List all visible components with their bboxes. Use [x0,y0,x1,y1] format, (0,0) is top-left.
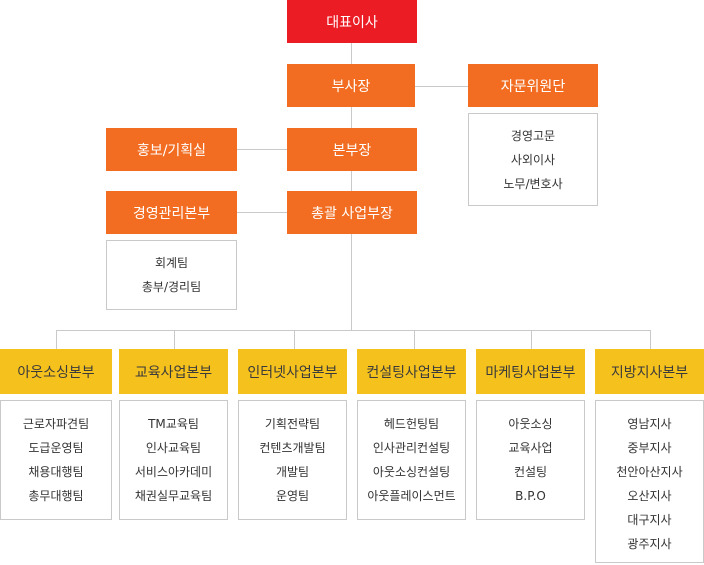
list-item: 컨설팅 [513,465,548,479]
connector-division-1 [56,330,57,349]
management-list: 회계팀 총부/경리팀 [106,240,237,310]
advisory-group-list: 경영고문 사외이사 노무/변호사 [468,113,598,206]
list-item: 아웃플레이스먼트 [367,489,456,503]
connector-pr-hq [237,149,287,150]
list-item: 경영고문 [510,129,556,143]
list-item: 아웃소싱컨설팅 [372,465,451,479]
division-internet: 인터넷사업본부 [238,349,347,394]
list-item: 인사교육팀 [145,441,202,455]
list-item: 컨텐츠개발팀 [259,441,326,455]
connector-division-5 [531,330,532,349]
list-item: 도급운영팀 [28,441,84,455]
list-item: 개발팀 [275,465,310,479]
connector-division-horizontal [56,330,650,331]
division-internet-list: 기획전략팀 컨텐츠개발팀 개발팀 운영팀 [238,400,347,520]
division-education-list: TM교육팀 인사교육팀 서비스아카데미 채권실무교육팀 [119,400,228,520]
division-marketing-list: 아웃소싱 교육사업 컨설팅 B.P.O [476,400,585,520]
vice-president-box: 부사장 [287,64,415,107]
management-box: 경영관리본부 [106,191,237,234]
list-item: 노무/변호사 [503,177,563,191]
connector-vp-advisory [415,86,468,87]
list-item: TM교육팀 [148,417,199,431]
list-item: 영남지사 [627,417,672,431]
list-item: 채용대행팀 [28,465,84,479]
list-item: 채권실무교육팀 [134,489,213,503]
division-consulting-list: 헤드헌팅팀 인사관리컨설팅 아웃소싱컨설팅 아웃플레이스먼트 [357,400,466,520]
list-item: 총부/경리팀 [141,280,202,294]
list-item: 회계팀 [154,256,189,270]
ceo-box: 대표이사 [287,0,417,43]
connector-mgmt-general [237,212,287,213]
division-marketing: 마케팅사업본부 [476,349,585,394]
connector-division-4 [414,330,415,349]
list-item: 기획전략팀 [264,417,321,431]
list-item: B.P.O [515,489,546,503]
list-item: 교육사업 [508,441,553,455]
list-item: 사외이사 [510,153,556,167]
division-education: 교육사업본부 [119,349,228,394]
division-consulting: 컨설팅사업본부 [357,349,466,394]
list-item: 중부지사 [627,441,672,455]
list-item: 광주지사 [627,537,672,551]
division-outsourcing: 아웃소싱본부 [0,349,112,394]
pr-planning-box: 홍보/기획실 [106,128,237,171]
headquarters-head-box: 본부장 [287,128,417,171]
list-item: 아웃소싱 [508,417,553,431]
list-item: 운영팀 [275,489,310,503]
list-item: 인사관리컨설팅 [372,441,451,455]
list-item: 천안아산지사 [616,465,683,479]
list-item: 헤드헌팅팀 [383,417,440,431]
general-business-head-box: 총괄 사업부장 [287,191,417,234]
connector-division-6 [650,330,651,349]
connector-division-3 [294,330,295,349]
division-regional-list: 영남지사 중부지사 천안아산지사 오산지사 대구지사 광주지사 [595,400,704,563]
list-item: 대구지사 [627,513,672,527]
list-item: 근로자파견팀 [22,417,90,431]
list-item: 오산지사 [627,489,672,503]
list-item: 서비스아카데미 [134,465,213,479]
connector-division-2 [174,330,175,349]
division-regional: 지방지사본부 [595,349,704,394]
advisory-group-box: 자문위원단 [468,64,598,107]
division-outsourcing-list: 근로자파견팀 도급운영팀 채용대행팀 총무대행팀 [0,400,112,520]
list-item: 총무대행팀 [28,489,84,503]
connector-ceo-vp [351,43,352,64]
